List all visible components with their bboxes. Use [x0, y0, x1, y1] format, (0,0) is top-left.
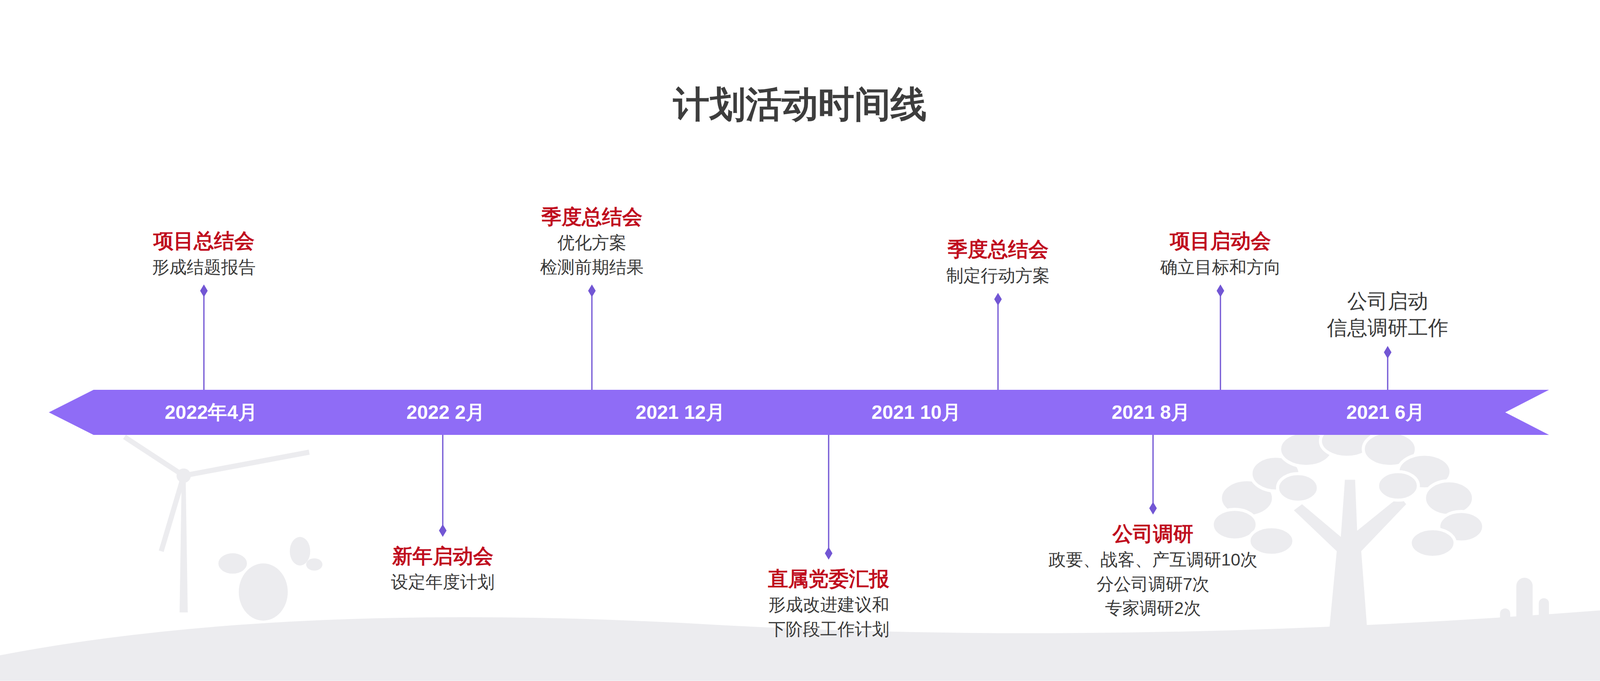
event-group: 直属党委汇报形成改进建议和 下阶段工作计划 — [767, 564, 890, 642]
event-note: 公司启动 信息调研工作 — [1327, 288, 1449, 341]
event-title: 项目总结会 — [152, 226, 256, 255]
timeline-band: 2022年4月 2022 2月 2021 12月 2021 10月 2021 8月 202… — [48, 389, 1550, 435]
event-detail: 设定年度计划 — [390, 569, 495, 594]
event-group: 季度总结会优化方案 检测前期结果 — [540, 202, 644, 280]
cactus-right — [1500, 577, 1550, 656]
event-group: 项目总结会形成结题报告 — [152, 226, 256, 280]
date-label: 2021 10月 — [871, 389, 961, 435]
event-group: 公司调研政要、战客、产互调研10次 分公司调研7次 专家调研2次 — [1048, 519, 1258, 621]
band-shape — [48, 389, 1550, 435]
date-label: 2022年4月 — [164, 389, 258, 435]
event-title: 公司调研 — [1048, 519, 1258, 548]
event-title: 季度总结会 — [540, 202, 644, 231]
event-title: 季度总结会 — [946, 235, 1050, 264]
event-detail: 制定行动方案 — [946, 263, 1050, 288]
event-title: 新年启动会 — [390, 541, 495, 570]
title: 计划活动时间线 — [673, 80, 927, 130]
date-label: 2022 2月 — [406, 389, 486, 435]
event-group: 公司启动 信息调研工作 — [1327, 288, 1449, 341]
tree — [1212, 424, 1484, 659]
event-title: 项目启动会 — [1160, 226, 1282, 255]
event-group: 项目启动会确立目标和方向 — [1160, 226, 1282, 280]
date-label: 2021 8月 — [1111, 389, 1191, 435]
event-detail: 政要、战客、产互调研10次 分公司调研7次 专家调研2次 — [1048, 547, 1258, 621]
band-arrow — [48, 389, 1550, 435]
event-detail: 形成改进建议和 下阶段工作计划 — [767, 592, 890, 642]
date-label: 2021 6月 — [1346, 389, 1426, 435]
event-detail: 形成结题报告 — [152, 255, 256, 280]
event-detail: 确立目标和方向 — [1160, 255, 1282, 280]
cactus-left — [218, 536, 323, 621]
date-label: 2021 12月 — [635, 389, 726, 435]
event-detail: 优化方案 检测前期结果 — [540, 230, 644, 280]
event-group: 季度总结会制定行动方案 — [946, 235, 1050, 288]
event-title: 直属党委汇报 — [767, 564, 890, 593]
event-group: 新年启动会设定年度计划 — [390, 541, 495, 595]
